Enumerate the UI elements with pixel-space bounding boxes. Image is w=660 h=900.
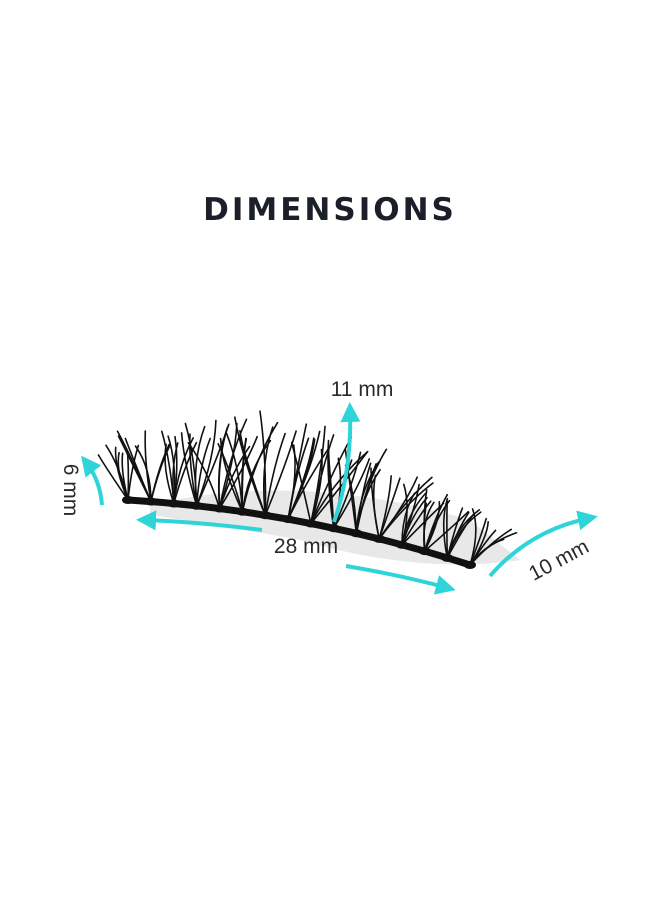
lash-hair	[134, 445, 152, 503]
lash-hair	[187, 442, 221, 510]
lash-hair	[264, 432, 286, 516]
lash-hair	[355, 462, 372, 535]
label-6mm: 6 mm	[59, 464, 82, 517]
lash-hair	[344, 448, 358, 535]
lash-cluster-base	[213, 504, 226, 513]
lash-hair	[446, 513, 475, 559]
arrow-11mm	[332, 402, 361, 523]
lash-hair	[173, 441, 198, 505]
arrow-28mm-left	[136, 510, 263, 532]
lash-hair	[401, 483, 420, 546]
lash-hair	[310, 450, 369, 525]
lash-cluster-base	[167, 499, 180, 508]
lash-hair	[218, 426, 229, 510]
lash-hair	[423, 501, 435, 552]
lash-hair	[219, 437, 244, 513]
lash-hair	[218, 418, 248, 510]
lash-hair	[332, 458, 371, 529]
lash-hair	[423, 493, 449, 552]
lash-hair	[239, 436, 267, 516]
arrow-6mm	[81, 455, 104, 506]
lash-cluster-base	[236, 507, 249, 516]
label-11mm: 11 mm	[331, 378, 394, 401]
label-28mm: 28 mm	[274, 535, 338, 558]
lash-hair	[287, 430, 321, 520]
lash-cluster-base	[122, 496, 134, 504]
lash-cluster-base	[464, 561, 476, 569]
lash-hair	[225, 432, 244, 513]
lash-hair	[259, 410, 267, 516]
arrow-10mm	[488, 510, 598, 578]
lash-hair	[378, 476, 418, 540]
lash-hair	[184, 422, 198, 507]
lash-hair	[442, 498, 449, 559]
lash-hair	[126, 451, 130, 501]
lash-cluster-base	[327, 524, 340, 533]
lash-hair	[264, 430, 297, 516]
lash-cluster-base	[441, 553, 454, 562]
lash-hair	[401, 500, 432, 546]
lash-hair	[378, 477, 401, 540]
lash-hair	[469, 508, 477, 566]
lash-hair	[217, 443, 244, 513]
arrow-28mm-right	[345, 564, 456, 595]
lash-cluster-base	[144, 497, 157, 506]
lash-hairs	[97, 410, 518, 569]
lash-hair	[150, 443, 170, 503]
lash-cluster-base	[350, 529, 363, 538]
lash-hair	[423, 510, 470, 552]
lash-hair	[310, 451, 368, 525]
lash-hair	[117, 435, 152, 503]
lash-hair	[195, 419, 217, 507]
page-title: DIMENSIONS	[203, 192, 457, 228]
lash-cluster-base	[395, 540, 408, 549]
lash-hair	[310, 425, 326, 525]
lash-cluster-base	[259, 511, 272, 520]
lash-cluster-base	[304, 519, 317, 528]
lash-hair	[117, 451, 129, 501]
lash-cluster-base	[190, 501, 203, 510]
lash-hair	[195, 437, 211, 507]
lash-hair	[167, 435, 176, 505]
lash-hair	[423, 501, 441, 552]
lash-hair	[144, 430, 152, 503]
lash-cluster-base	[373, 534, 386, 543]
lash-hair	[180, 432, 198, 507]
label-10mm: 10 mm	[525, 535, 592, 585]
lash-hair	[161, 430, 175, 505]
lash-hair	[469, 521, 489, 566]
lash-hair	[241, 421, 279, 513]
lash-cluster-base	[418, 547, 431, 556]
lash-cluster-base	[282, 515, 295, 524]
lash-hair	[446, 511, 482, 559]
lash-hair	[218, 422, 238, 510]
lash-hair	[290, 441, 312, 525]
lash-hair	[372, 474, 380, 540]
